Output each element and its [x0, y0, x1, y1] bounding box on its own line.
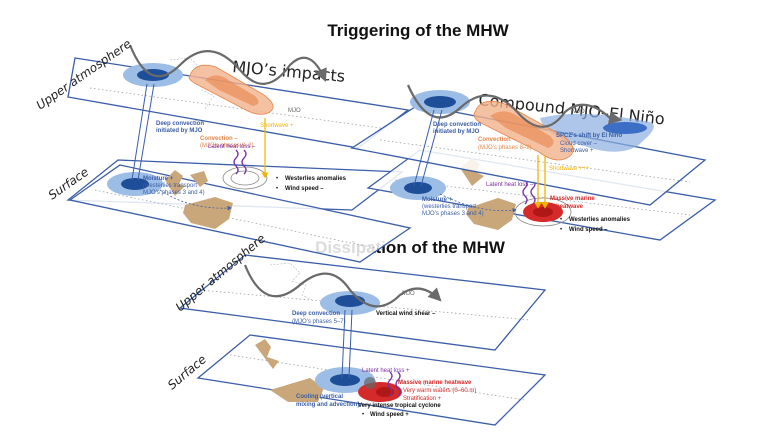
spcz-bullet-1: Cloud cover –: [560, 141, 598, 147]
land-asia: [255, 339, 279, 369]
deep-convection-label: Deep convection: [292, 311, 340, 317]
convection-phases-label: (MJO’s phases 8–2): [478, 145, 532, 151]
heatwave-label-2: heatwave: [556, 204, 584, 210]
westerlies-bullet: •: [276, 176, 278, 182]
mjo-arrow: [128, 44, 327, 85]
deep-convection-label-2: initiated by MJO: [433, 129, 480, 135]
equator-line: [94, 189, 386, 251]
warm-waters-label: Very warm waters (0–60 m): [403, 388, 476, 394]
land-asia: [165, 170, 185, 196]
heatwave-core: [376, 387, 394, 397]
cyclone-icon: [364, 377, 376, 389]
stratification-label: Stratification +: [403, 396, 442, 402]
spcz-core: [603, 122, 647, 134]
wind-speed-label: Wind speed +: [370, 412, 409, 418]
shortwave-label: Shortwave +++: [549, 166, 590, 172]
moisture-arrow: [439, 193, 517, 213]
cooling-label-2: mixing and advection): [296, 402, 359, 408]
westerlies-label: Westerlies anomalies: [285, 176, 347, 182]
mjo-label: MJO: [288, 108, 301, 114]
latent-heat-label: Latent heat loss +: [362, 368, 410, 374]
convection-label: Convection –: [478, 137, 516, 143]
heatwave-bullet-2: •: [396, 396, 398, 402]
mjo-arrow: [406, 84, 623, 128]
wind-bullet: •: [362, 412, 364, 418]
convection-phases-label: (MJO’s phases 8–2): [200, 143, 254, 149]
latent-heat-squiggle: [522, 179, 528, 205]
convection-orange-core: [490, 111, 554, 148]
title-triggering: Triggering of the MHW: [327, 21, 509, 40]
heatwave-core: [533, 207, 553, 217]
latent-heat-label: Latent heat loss –: [208, 144, 256, 150]
convection-column: [131, 83, 148, 181]
equator-line: [229, 354, 526, 401]
land-islands: [190, 171, 208, 187]
deep-convection-phases: (MJO’s phases 5–7): [292, 319, 346, 325]
equator-line: [199, 289, 531, 321]
moisture-sub-1: (westerlies transport: [143, 183, 197, 189]
mjo-arrow: [243, 264, 442, 308]
convection-column: [413, 109, 435, 187]
layer-label-surface: Surface: [165, 352, 209, 392]
latent-heat-squiggle: [395, 371, 401, 397]
latent-heat-squiggle: [241, 149, 247, 175]
shortwave-label: Shortwave +: [260, 123, 294, 129]
deep-convection-label-1: Deep convection: [433, 122, 481, 128]
equator-line: [394, 179, 691, 216]
equator-line: [89, 87, 396, 131]
convection-column: [348, 309, 353, 379]
convection-column: [420, 109, 443, 187]
wind-bullet: •: [276, 186, 278, 192]
cooling-label-1: Cooling (vertical: [296, 394, 343, 400]
land-australia: [270, 378, 324, 402]
cyclone-label: Very intense tropical cyclone: [358, 403, 441, 409]
heatwave-label: Massive marine heatwave: [398, 380, 472, 386]
wind-shear-label: Vertical wind shear –: [376, 311, 436, 317]
wind-bullet: •: [560, 227, 562, 233]
deep-convection-core: [330, 374, 360, 386]
latent-heat-squiggle: [387, 371, 393, 397]
wind-speed-label: Wind speed –: [285, 186, 324, 192]
panel-dissipation: Upper atmosphere Surface MJO Deep convec…: [165, 231, 547, 426]
moisture-sub-2: MJO’s phases 3 and 4): [143, 190, 205, 196]
heatwave-bullet-1: •: [396, 388, 398, 394]
westerlies-label: Westerlies anomalies: [569, 217, 631, 223]
deep-convection-core: [121, 178, 149, 190]
convection-column: [341, 309, 346, 379]
moisture-label: Moisture +: [422, 197, 453, 203]
convection-label: Convection –: [200, 136, 238, 142]
coastline: [269, 262, 315, 302]
upper-convection-core: [424, 96, 456, 108]
subtitle-mjo-impacts: MJO’s impacts: [232, 57, 346, 86]
latent-heat-squiggle: [530, 179, 536, 205]
convection-orange-core: [205, 75, 259, 106]
mjo-label: MJO: [402, 291, 415, 297]
moisture-sub-2: MJO’s phases 3 and 4): [422, 211, 484, 217]
latent-heat-squiggle: [233, 149, 239, 175]
spcz-bullet-2: Shortwave +: [560, 148, 594, 154]
panel-mjo-impacts: Upper atmosphere Surface MJO Deep convec…: [34, 37, 412, 263]
wind-speed-label: Wind speed –: [569, 227, 608, 233]
spcz-label: SPCZ’s shift by El Niño: [556, 133, 622, 139]
westerlies-bullet: •: [560, 217, 562, 223]
moisture-sub-1: (westerlies transport: [422, 204, 476, 210]
land-australia: [183, 197, 233, 229]
wind-circle-inner: [230, 170, 260, 186]
panel-compound: MJO Deep convection initiated by MJO Con…: [350, 84, 717, 241]
mjo-label: MJO: [572, 109, 585, 115]
deep-convection-label-2: initiated by MJO: [156, 128, 203, 134]
latent-heat-label: Latent heat loss –: [486, 182, 534, 188]
deep-convection-core: [404, 182, 432, 194]
convection-column: [137, 83, 155, 181]
deep-convection-label-1: Deep convection: [156, 121, 204, 127]
moisture-label: Moisture +: [143, 176, 174, 182]
heatwave-label-1: Massive marine: [550, 196, 595, 202]
land-australia: [466, 198, 516, 230]
